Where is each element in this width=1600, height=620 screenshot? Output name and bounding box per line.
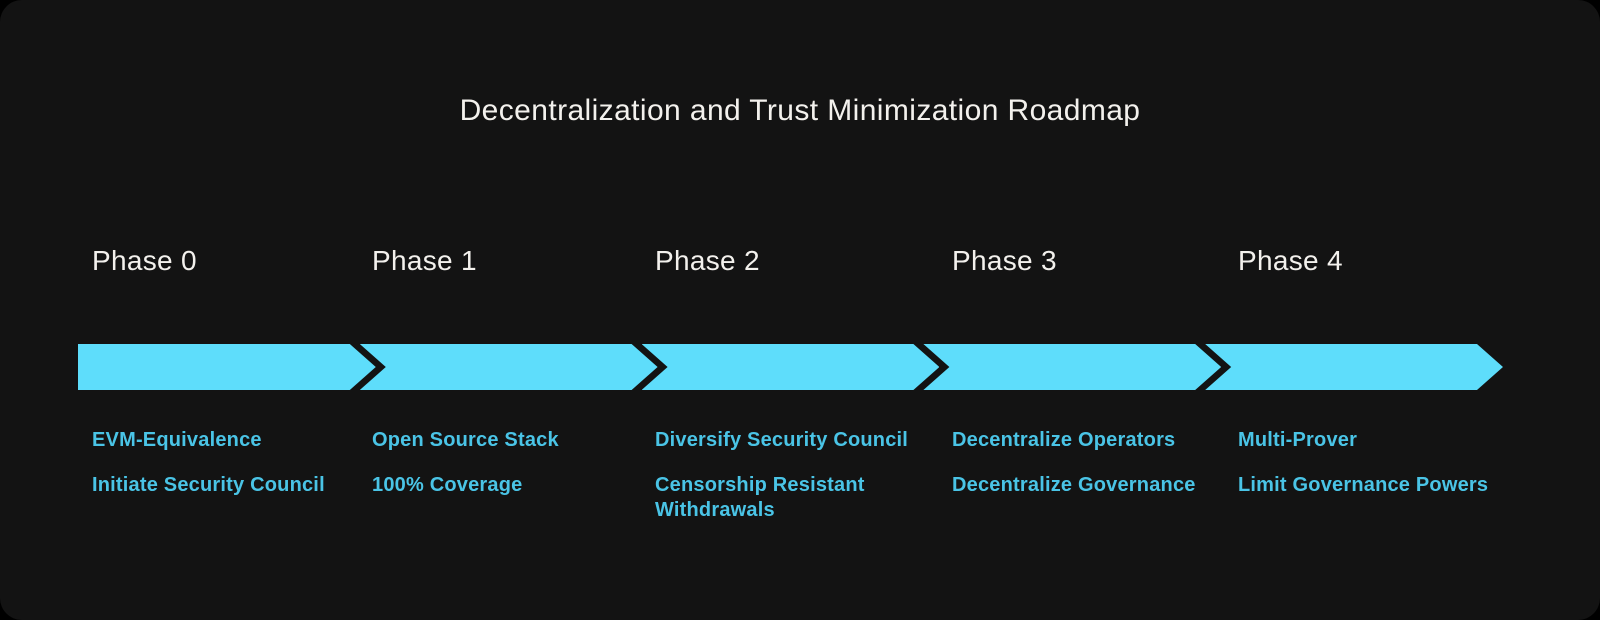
phase-arrow-1 — [360, 344, 658, 390]
phase-item: Initiate Security Council — [92, 474, 325, 496]
phase-item: 100% Coverage — [372, 474, 523, 496]
phase-arrow-2 — [642, 344, 940, 390]
phase-column-4: Phase 4 Multi-Prover Limit Governance Po… — [1238, 0, 1538, 620]
phase-items: EVM-Equivalence Initiate Security Counci… — [92, 428, 392, 498]
phase-column-3: Phase 3 Decentralize Operators Decentral… — [952, 0, 1252, 620]
phase-label: Phase 4 — [1238, 245, 1343, 276]
phase-column-0: Phase 0 EVM-Equivalence Initiate Securit… — [92, 0, 392, 620]
phase-items: Open Source Stack 100% Coverage — [372, 428, 672, 498]
phase-label: Phase 0 — [92, 245, 197, 276]
phase-label: Phase 2 — [655, 245, 760, 276]
roadmap-title: Decentralization and Trust Minimization … — [459, 94, 1141, 127]
phase-item: Decentralize Governance — [952, 474, 1196, 496]
phase-item: Censorship Resistant Withdrawals — [655, 474, 865, 521]
phase-arrow-0 — [78, 344, 376, 390]
phase-item: EVM-Equivalence — [92, 429, 262, 451]
phase-arrow-3 — [923, 344, 1221, 390]
phase-column-2: Phase 2 Diversify Security Council Censo… — [655, 0, 955, 620]
phase-label: Phase 3 — [952, 245, 1057, 276]
phase-items: Diversify Security Council Censorship Re… — [655, 428, 955, 523]
roadmap-arrow-track — [78, 344, 1503, 390]
phase-item: Open Source Stack — [372, 429, 559, 451]
phase-item: Limit Governance Powers — [1238, 474, 1489, 496]
phase-label: Phase 1 — [372, 245, 477, 276]
phase-item: Diversify Security Council — [655, 429, 909, 451]
phase-arrow-4 — [1205, 344, 1503, 390]
phase-item: Decentralize Operators — [952, 429, 1176, 451]
phase-item: Multi-Prover — [1238, 429, 1358, 451]
phase-items: Multi-Prover Limit Governance Powers — [1238, 428, 1538, 498]
phase-items: Decentralize Operators Decentralize Gove… — [952, 428, 1252, 498]
phase-column-1: Phase 1 Open Source Stack 100% Coverage — [372, 0, 672, 620]
